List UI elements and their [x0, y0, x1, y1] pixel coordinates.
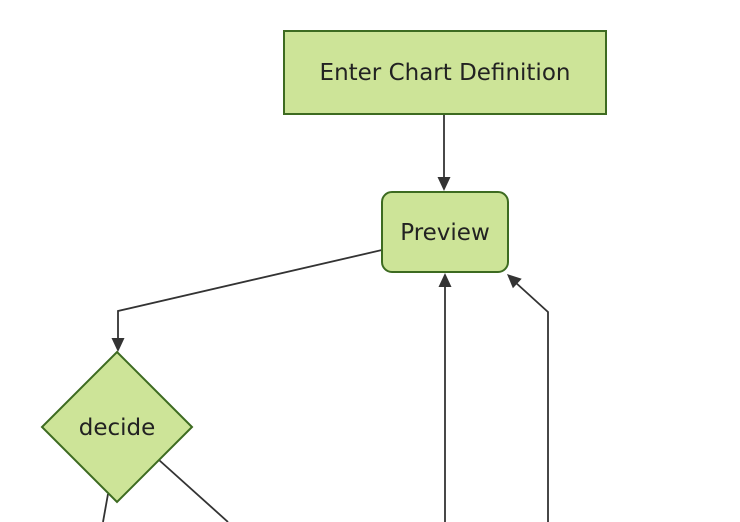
edge-line: [158, 459, 229, 522]
edge-decide-to-offscreen-left: [102, 493, 109, 522]
arrowhead-down-icon: [111, 338, 125, 352]
arrowhead-up-icon: [438, 273, 452, 287]
edge-offscreen-center-to-preview: [438, 273, 452, 522]
edge-offscreen-right-to-preview: [507, 274, 549, 522]
node-decide: decide: [40, 350, 194, 504]
node-label: Enter Chart Definition: [320, 60, 571, 86]
edge-line: [514, 281, 549, 522]
rectangle-shape: [283, 30, 607, 115]
diamond-shape: [40, 350, 194, 504]
node-label: decide: [79, 415, 156, 441]
arrowhead-down-icon: [437, 177, 451, 191]
rounded-rectangle-shape: [381, 191, 509, 273]
node-label: Preview: [400, 220, 490, 246]
edge-preview-to-decide: [111, 249, 383, 352]
edge-line: [117, 249, 383, 340]
edge-enter-chart-definition-to-preview: [437, 114, 451, 191]
edge-decide-to-offscreen-right: [158, 459, 229, 522]
edge-line: [102, 493, 109, 522]
arrowhead-up-left-icon: [507, 274, 522, 289]
node-enter-chart-definition: Enter Chart Definition: [283, 30, 607, 115]
node-preview: Preview: [381, 191, 509, 273]
